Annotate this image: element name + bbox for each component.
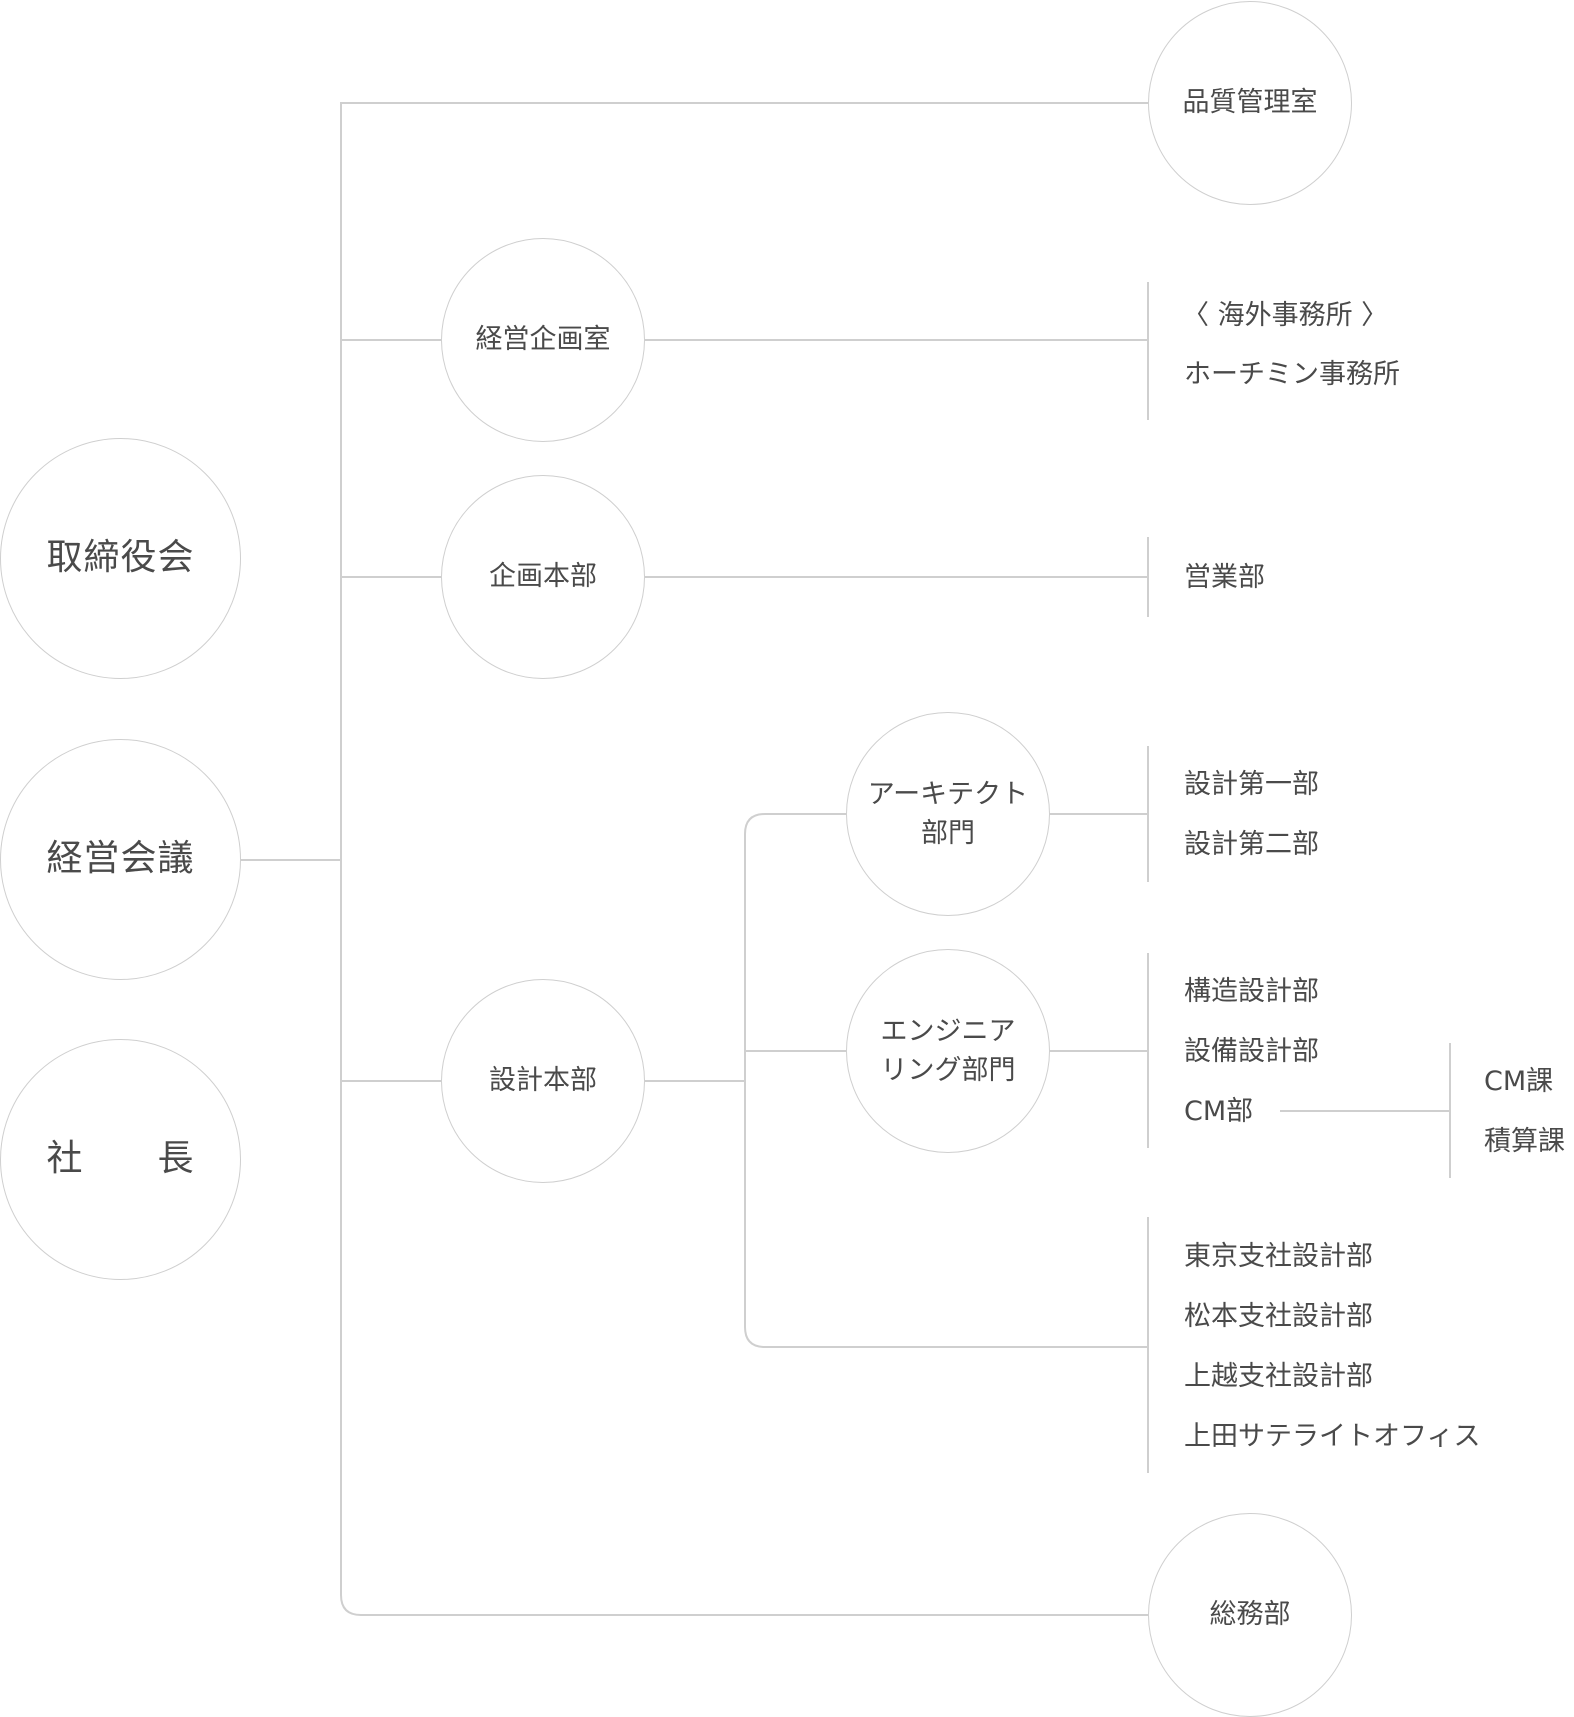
- board-of-directors-label: 取締役会: [46, 537, 195, 579]
- planning-hq-label: 企画本部: [489, 561, 597, 593]
- architect-division-label: アーキテクト 部門: [867, 778, 1029, 849]
- management-meeting-node: 経営会議: [0, 739, 241, 980]
- engineering-dept-3: CM部: [1184, 1096, 1254, 1127]
- president-node: 社 長: [0, 1039, 241, 1280]
- architect-dept-2: 設計第二部: [1184, 829, 1319, 860]
- architect-dept-1: 設計第一部: [1184, 769, 1319, 800]
- engineering-dept-1: 構造設計部: [1184, 976, 1319, 1007]
- overseas-item: ホーチミン事務所: [1184, 359, 1400, 390]
- cm-section-1: CM課: [1484, 1066, 1554, 1097]
- planning-hq-node: 企画本部: [441, 475, 645, 679]
- branch-dept-3: 上越支社設計部: [1184, 1361, 1373, 1392]
- board-of-directors-node: 取締役会: [0, 438, 241, 679]
- design-hq-node: 設計本部: [441, 979, 645, 1183]
- quality-control-label: 品質管理室: [1182, 87, 1318, 119]
- architect-division-node: アーキテクト 部門: [846, 712, 1050, 916]
- engineering-division-label: エンジニア リング部門: [880, 1015, 1016, 1086]
- branch-dept-2: 松本支社設計部: [1184, 1301, 1373, 1332]
- sales-dept: 営業部: [1184, 562, 1265, 593]
- corporate-planning-node: 経営企画室: [441, 238, 645, 442]
- corporate-planning-label: 経営企画室: [475, 324, 611, 356]
- general-affairs-node: 総務部: [1148, 1513, 1352, 1717]
- management-meeting-label: 経営会議: [46, 838, 195, 880]
- branch-dept-4: 上田サテライトオフィス: [1184, 1421, 1481, 1452]
- quality-control-node: 品質管理室: [1148, 1, 1352, 205]
- engineering-division-node: エンジニア リング部門: [846, 949, 1050, 1153]
- general-affairs-label: 総務部: [1209, 1599, 1291, 1631]
- president-label: 社 長: [46, 1138, 195, 1180]
- design-hq-label: 設計本部: [489, 1065, 597, 1097]
- engineering-dept-2: 設備設計部: [1184, 1036, 1319, 1067]
- overseas-heading: 〈 海外事務所 〉: [1182, 300, 1389, 331]
- design-subspine-line: [744, 813, 1148, 1348]
- branch-dept-1: 東京支社設計部: [1184, 1241, 1373, 1272]
- cm-section-2: 積算課: [1484, 1126, 1565, 1157]
